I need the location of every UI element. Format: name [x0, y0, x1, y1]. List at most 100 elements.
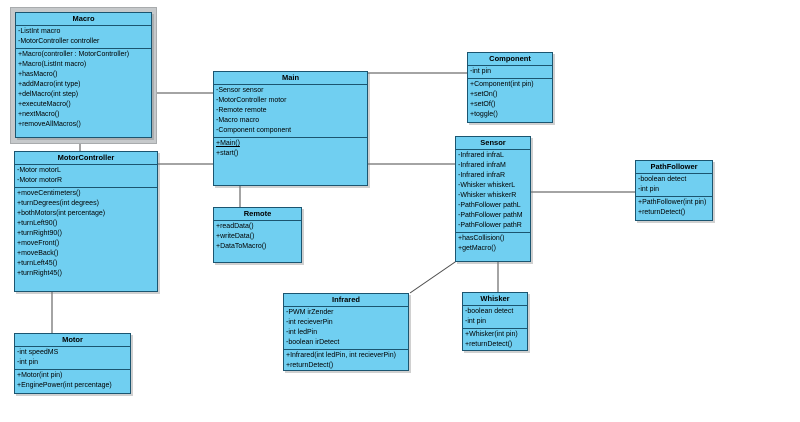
class-methods-component: +Component(int pin) +setOn() +setOf() +togg…: [468, 79, 552, 122]
uml-method: +start(): [216, 150, 239, 157]
uml-method: +Component(int pin): [470, 81, 534, 88]
class-title-sensor: Sensor: [456, 137, 530, 150]
uml-attribute: -Infrared infraR: [458, 172, 506, 179]
class-main[interactable]: Main -Sensor sensor -MotorController moto…: [213, 71, 368, 186]
uml-attribute: -int ledPin: [286, 329, 318, 336]
uml-method: +Macro(controller : MotorController): [18, 51, 130, 58]
class-attributes-motorcontroller: -Motor motorL -Motor motorR: [15, 165, 157, 188]
uml-attribute: -Macro macro: [216, 117, 260, 124]
class-title-macro: Macro: [16, 13, 151, 26]
uml-method: +Macro(ListInt macro): [18, 61, 87, 68]
uml-attribute: -Motor motorL: [17, 167, 61, 174]
uml-method: +Motor(int pin): [17, 372, 63, 379]
uml-attribute: -PWM irZender: [286, 309, 334, 316]
class-sensor[interactable]: Sensor -Infrared infraL -Infrared infraM -…: [455, 136, 531, 262]
class-attributes-whisker: -boolean detect -int pin: [463, 306, 527, 329]
class-remote[interactable]: Remote +readData() +writeData() +DataToMac…: [213, 207, 302, 263]
class-methods-motorcontroller: +moveCentimeters() +turnDegrees(int degre…: [15, 188, 157, 291]
uml-attribute: -PathFollower pathL: [458, 202, 521, 209]
class-whisker[interactable]: Whisker -boolean detect -int pin +Whisker…: [462, 292, 528, 351]
class-title-component: Component: [468, 53, 552, 66]
uml-method: +moveBack(): [17, 250, 59, 257]
class-methods-pathfollower: +PathFollower(int pin) +returnDetect(): [636, 197, 712, 220]
uml-method: +turnDegrees(int degrees): [17, 200, 99, 207]
connector-sensor-infrared[interactable]: [409, 259, 459, 294]
uml-attribute: -int pin: [465, 318, 487, 325]
uml-attribute: -Whisker whiskerR: [458, 192, 517, 199]
uml-attribute: -int pin: [638, 186, 660, 193]
uml-attribute: -boolean irDetect: [286, 339, 340, 346]
class-motor[interactable]: Motor -int speedMS -int pin +Motor(int pi…: [14, 333, 131, 394]
uml-attribute: -Sensor sensor: [216, 87, 264, 94]
uml-method: +executeMacro(): [18, 101, 71, 108]
uml-attribute: -boolean detect: [465, 308, 514, 315]
uml-attribute: -int pin: [17, 359, 39, 366]
uml-attribute: -Whisker whiskerL: [458, 182, 516, 189]
uml-method: +addMacro(int type): [18, 81, 81, 88]
class-title-main: Main: [214, 72, 367, 85]
uml-method: +hasMacro(): [18, 71, 58, 78]
uml-attribute: -int speedMS: [17, 349, 59, 356]
class-macro[interactable]: Macro -ListInt macro -MotorController con…: [15, 12, 152, 138]
uml-method: +PathFollower(int pin): [638, 199, 707, 206]
uml-method: +returnDetect(): [638, 209, 686, 216]
class-methods-whisker: +Whisker(int pin) +returnDetect(): [463, 329, 527, 350]
class-title-remote: Remote: [214, 208, 301, 221]
class-attributes-motor: -int speedMS -int pin: [15, 347, 130, 370]
uml-attribute: -ListInt macro: [18, 28, 61, 35]
class-pathfollower[interactable]: PathFollower -boolean detect -int pin +Pa…: [635, 160, 713, 221]
uml-attribute: -Motor motorR: [17, 177, 63, 184]
uml-method: +turnLeft45(): [17, 260, 58, 267]
uml-attribute: -PathFollower pathM: [458, 212, 523, 219]
class-title-whisker: Whisker: [463, 293, 527, 306]
uml-attribute: -MotorController controller: [18, 38, 100, 45]
uml-method: +readData(): [216, 223, 254, 230]
uml-method: +getMacro(): [458, 245, 496, 252]
uml-method: +bothMotors(int percentage): [17, 210, 106, 217]
uml-attribute: -Infrared infraM: [458, 162, 506, 169]
uml-method: +delMacro(int step): [18, 91, 79, 98]
class-methods-motor: +Motor(int pin) +EnginePower(int percenta…: [15, 370, 130, 393]
class-methods-sensor: +hasCollision()+getMacro(): [456, 233, 530, 261]
uml-method: +DataToMacro(): [216, 243, 267, 250]
uml-method: +turnRight90(): [17, 230, 62, 237]
class-infrared[interactable]: Infrared -PWM irZender-int recieverPin-i…: [283, 293, 409, 371]
uml-method: +toggle(): [470, 111, 498, 118]
uml-method: +setOf(): [470, 101, 496, 108]
class-attributes-component: -int pin: [468, 66, 552, 79]
uml-attribute: -int recieverPin: [286, 319, 333, 326]
class-methods-main: +Main() +start(): [214, 138, 367, 185]
uml-method: +moveCentimeters(): [17, 190, 81, 197]
selection-frame-macro: Macro -ListInt macro -MotorController con…: [10, 7, 157, 144]
class-component[interactable]: Component -int pin +Component(int pin) +s…: [467, 52, 553, 123]
class-attributes-pathfollower: -boolean detect -int pin: [636, 174, 712, 197]
uml-method: +writeData(): [216, 233, 255, 240]
uml-attribute: -Infrared infraL: [458, 152, 504, 159]
class-attributes-main: -Sensor sensor -MotorController motor -Rem…: [214, 85, 367, 138]
uml-attribute: -MotorController motor: [216, 97, 287, 104]
uml-method: +returnDetect(): [286, 362, 334, 369]
uml-attribute: -int pin: [470, 68, 492, 75]
class-motorcontroller[interactable]: MotorController -Motor motorL-Motor moto…: [14, 151, 158, 292]
uml-method: +turnLeft90(): [17, 220, 58, 227]
uml-method: +setOn(): [470, 91, 498, 98]
class-title-motor: Motor: [15, 334, 130, 347]
uml-attribute: -boolean detect: [638, 176, 687, 183]
uml-attribute: -PathFollower pathR: [458, 222, 522, 229]
uml-attribute: -Remote remote: [216, 107, 267, 114]
class-methods-macro: +Macro(controller : MotorController) +Mac…: [16, 49, 151, 137]
uml-method: +Whisker(int pin): [465, 331, 518, 338]
class-methods-remote: +readData() +writeData() +DataToMacro(): [214, 221, 301, 262]
class-methods-infrared: +Infrared(int ledPin, int recieverPin) +r…: [284, 350, 408, 370]
class-title-pathfollower: PathFollower: [636, 161, 712, 174]
uml-method: +Main(): [216, 140, 240, 147]
uml-method: +EnginePower(int percentage): [17, 382, 112, 389]
class-attributes-macro: -ListInt macro -MotorController controlle…: [16, 26, 151, 49]
uml-attribute: -Component component: [216, 127, 292, 134]
uml-method: +removeAllMacros(): [18, 121, 81, 128]
uml-method: +Infrared(int ledPin, int recieverPin): [286, 352, 396, 359]
uml-method: +returnDetect(): [465, 341, 513, 348]
uml-method: +nextMacro(): [18, 111, 60, 118]
